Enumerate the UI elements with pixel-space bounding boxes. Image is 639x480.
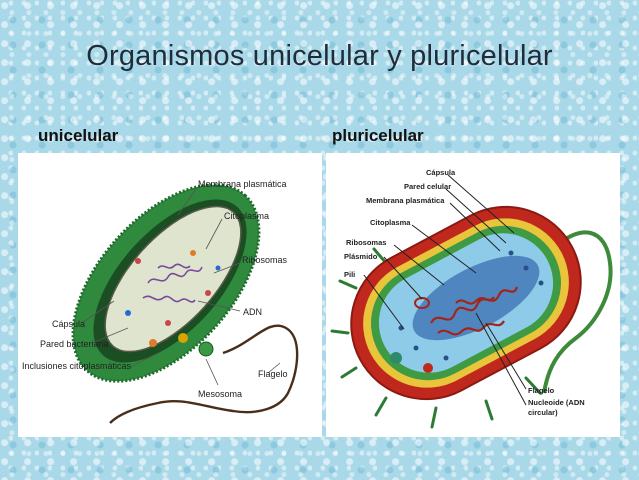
unicelular-bacterium-diagram: Membrana plasmática Citoplasma Ribosomas… xyxy=(22,179,299,424)
label-ribosomas: Ribosomas xyxy=(242,255,288,265)
adn-shape xyxy=(142,263,203,303)
label-pared: Pared celular xyxy=(404,182,451,191)
label-nucleoide: Nucleoide (ADN xyxy=(528,398,585,407)
ribosoma-dot xyxy=(443,355,449,361)
label-plasmido: Plásmido xyxy=(344,252,378,261)
ribosoma-dot xyxy=(538,280,544,286)
ribosoma-dot xyxy=(190,250,196,256)
ribosoma-dot xyxy=(215,265,221,271)
ribosoma-dot xyxy=(165,320,171,326)
label-citoplasma: Citoplasma xyxy=(224,211,269,221)
label-membrana: Membrana plasmática xyxy=(198,179,287,189)
flagelo-shape xyxy=(109,324,299,424)
unicelular-diagram-panel: Membrana plasmática Citoplasma Ribosomas… xyxy=(18,153,322,437)
ribosoma-dot xyxy=(178,333,188,343)
ribosoma-dot xyxy=(125,310,131,316)
plasmido-shape xyxy=(414,297,430,309)
ribosoma-dot xyxy=(508,250,514,256)
label-pluricelular: pluricelular xyxy=(332,126,424,145)
ribosoma-dot xyxy=(149,339,157,347)
flagelo-shape xyxy=(542,230,613,394)
label-mesosoma: Mesosoma xyxy=(198,389,242,399)
label-flagelo: Flagelo xyxy=(258,369,288,379)
label-adn: ADN xyxy=(243,307,262,317)
pluricelular-diagram-panel: Cápsula Pared celular Membrana plasmátic… xyxy=(326,153,620,437)
label-citoplasma: Citoplasma xyxy=(370,218,411,227)
nucleoide-shape xyxy=(430,286,519,336)
label-inclusiones: Inclusiones citoplasmáticas xyxy=(22,361,132,371)
pluricelular-cell-diagram: Cápsula Pared celular Membrana plasmátic… xyxy=(330,168,613,429)
label-capsula: Cápsula xyxy=(426,168,456,177)
label-flagelo: Flagelo xyxy=(528,386,555,395)
inclusion-dot xyxy=(423,363,433,373)
ribosoma-dot xyxy=(135,258,141,264)
label-pared: Pared bacteriana xyxy=(40,339,109,349)
label-nucleoide-2: circular) xyxy=(528,408,558,417)
ribosoma-dot xyxy=(413,345,419,351)
inclusion-dot xyxy=(390,352,402,364)
mesosoma-shape xyxy=(198,341,214,357)
label-pili: Pili xyxy=(344,270,355,279)
label-membrana: Membrana plasmática xyxy=(366,196,445,205)
ribosoma-dot xyxy=(205,290,211,296)
label-unicelular: unicelular xyxy=(38,126,119,145)
ribosoma-dot xyxy=(523,265,529,271)
label-capsula: Cápsula xyxy=(52,319,85,329)
citoplasma-shape xyxy=(104,205,242,353)
slide-title: Organismos unicelular y pluricelular xyxy=(86,40,553,72)
label-ribosomas: Ribosomas xyxy=(346,238,386,247)
